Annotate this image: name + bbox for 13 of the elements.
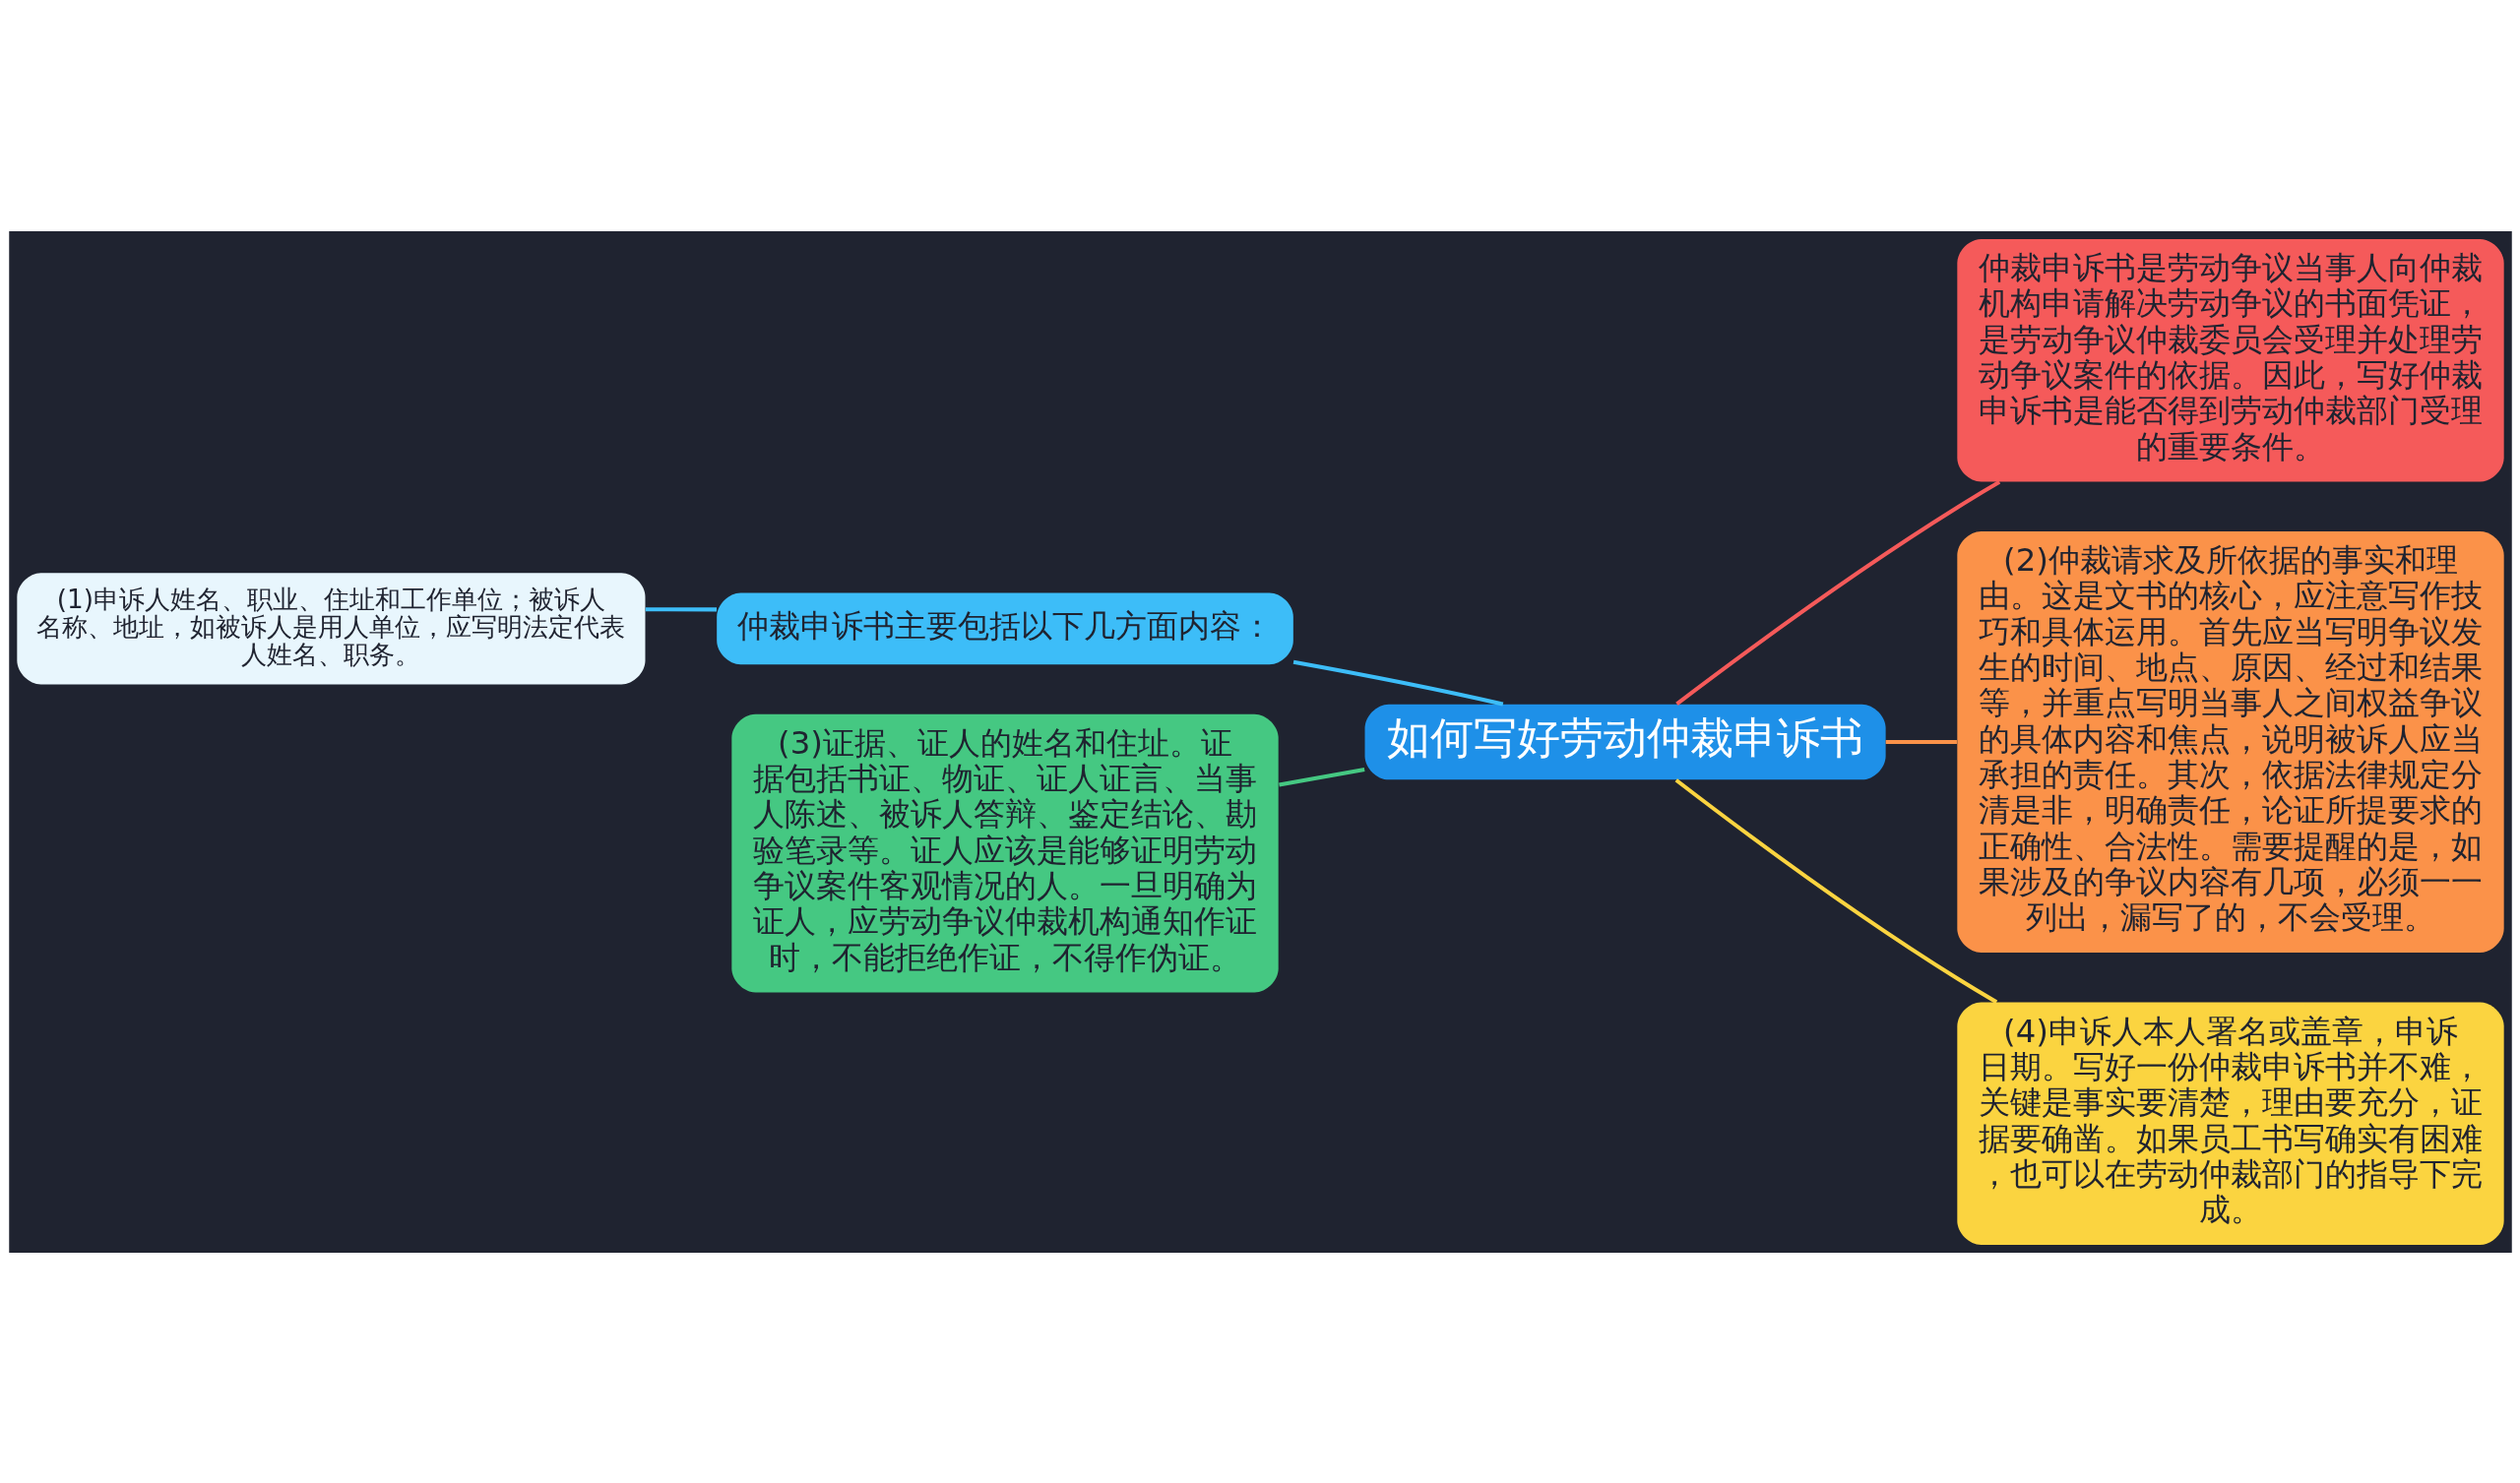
node-box: (1)申诉人姓名、职业、住址和工作单位；被诉人名称、地址，如被诉人是用人单位，应写明法定代表人姓名、职务。 (16, 572, 645, 684)
connector (1674, 479, 2000, 706)
connector (1674, 777, 1997, 1004)
node-box: (3)证据、证人的姓名和住址。证据包括书证、物证、证人证言、当事人陈述、被诉人答辩、鉴定结论、勘验笔录等。证人应该是能够证明劳动争议案件客观情况的人。一旦明确为证人，应劳动争议仲裁机构通知作证时，不能拒绝作证，不得作伪证。 (730, 713, 1279, 992)
node-box: (2)仲裁请求及所依据的事实和理由。这是文书的核心，应注意写作技巧和具体运用。首先应当写明争议发生的时间、地点、原因、经过和结果等，并重点写明当事人之间权益争议的具体内容和焦点，说明被诉人应当承担的责任。其次，依据法律规定分清是非，明确责任，论证所提要求的正确性、合法性。需要提醒的是，如果涉及的争议内容有几项，必须一一列出，漏写了的，不会受理。 (1956, 530, 2504, 953)
connector (645, 606, 717, 611)
connector (1292, 659, 1503, 706)
node-box: 仲裁申诉书主要包括以下几方面内容： (716, 592, 1293, 664)
connector (1885, 739, 1957, 744)
node-box: 如何写好劳动仲裁申诉书 (1364, 704, 1886, 779)
node-box: (4)申诉人本人署名或盖章，申诉日期。写好一份仲裁申诉书并不难，关键是事实要清楚，理由要充分，证据要确凿。如果员工书写确实有困难，也可以在劳动仲裁部门的指导下完成。 (1956, 1002, 2504, 1245)
connector (1278, 767, 1364, 787)
node-box: 仲裁申诉书是劳动争议当事人向仲裁机构申请解决劳动争议的书面凭证，是劳动争议仲裁委员会受理并处理劳动争议案件的依据。因此，写好仲裁申诉书是能否得到劳动仲裁部门受理的重要条件。 (1956, 238, 2504, 481)
